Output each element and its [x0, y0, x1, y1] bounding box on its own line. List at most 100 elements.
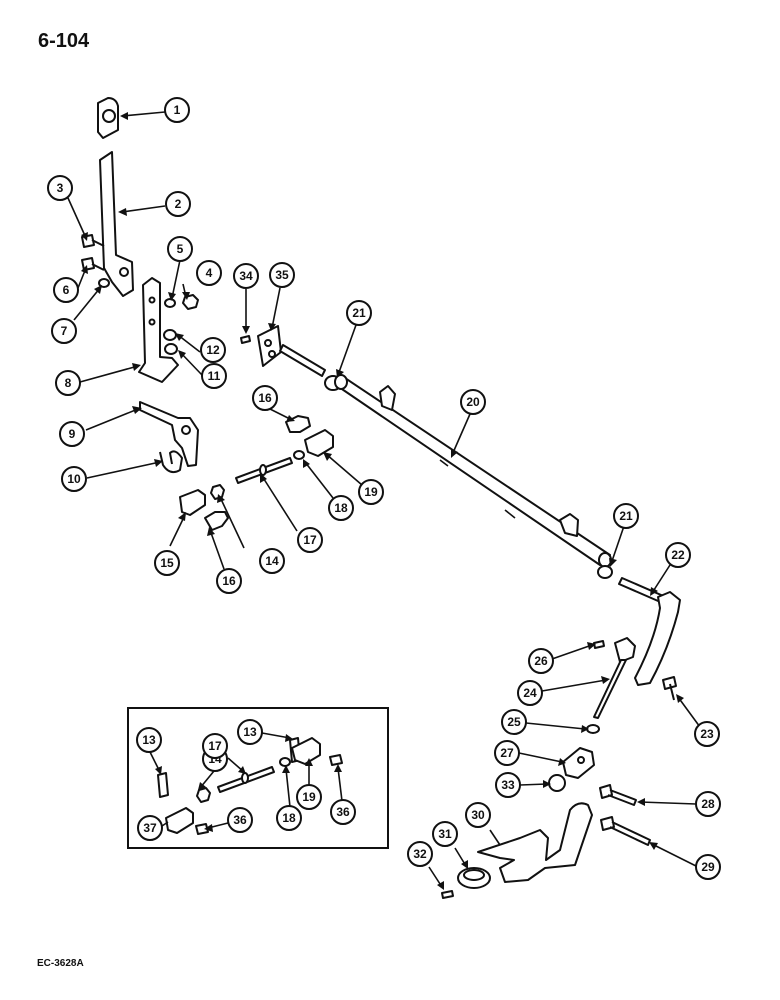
svg-text:14: 14: [265, 554, 279, 568]
svg-text:11: 11: [208, 369, 221, 383]
svg-text:17: 17: [303, 533, 317, 547]
svg-text:7: 7: [61, 324, 68, 338]
callout-25: 25: [501, 709, 527, 735]
callout-15: 15: [154, 550, 180, 576]
svg-text:37: 37: [143, 821, 157, 835]
svg-text:3: 3: [57, 181, 64, 195]
part-rod-24: [593, 659, 627, 719]
part-pin-34: [240, 335, 251, 344]
svg-text:22: 22: [671, 548, 685, 562]
part-pin-32: [441, 890, 454, 899]
inset-callout-13a: 13: [136, 727, 162, 753]
inset-callout-36b: 36: [227, 807, 253, 833]
part-pin-26: [593, 640, 605, 649]
callout-14: 14: [259, 548, 285, 574]
part-clevis-15: [179, 489, 206, 516]
callout-30: 30: [465, 802, 491, 828]
svg-text:6: 6: [63, 283, 70, 297]
part-bushing-21b: [597, 565, 613, 579]
inset-pin-13a: [157, 772, 169, 798]
svg-text:19: 19: [364, 485, 378, 499]
part-nut-14: [210, 484, 225, 500]
svg-text:23: 23: [700, 727, 714, 741]
svg-text:4: 4: [206, 266, 213, 280]
svg-text:12: 12: [206, 343, 220, 357]
part-washer-7: [98, 278, 110, 288]
svg-text:29: 29: [701, 860, 715, 874]
callout-21a: 21: [346, 300, 372, 326]
inset-callout-37: 37: [137, 815, 163, 841]
callout-9: 9: [59, 421, 85, 447]
inset-nut-14: [196, 787, 211, 803]
part-bolt-29: [600, 816, 651, 846]
svg-text:18: 18: [282, 811, 296, 825]
callout-16a: 16: [216, 568, 242, 594]
callout-26: 26: [528, 648, 554, 674]
part-nut-11: [164, 343, 178, 355]
part-bolt-3: [81, 234, 105, 248]
svg-text:1: 1: [174, 103, 181, 117]
inset-callout-17: 17: [202, 733, 228, 759]
svg-text:15: 15: [160, 556, 174, 570]
svg-text:36: 36: [233, 813, 247, 827]
callout-12: 12: [200, 337, 226, 363]
part-washer-5: [164, 298, 176, 308]
svg-text:21: 21: [619, 509, 633, 523]
inset-callout-36a: 36: [330, 799, 356, 825]
svg-text:13: 13: [243, 725, 257, 739]
part-bracket: [138, 277, 179, 383]
callout-11: 11: [201, 363, 227, 389]
svg-text:13: 13: [142, 733, 156, 747]
part-u-bolt: [159, 450, 183, 474]
callout-4: 4: [196, 260, 222, 286]
callout-19: 19: [358, 479, 384, 505]
part-curved-lever: [634, 591, 681, 686]
callout-8: 8: [55, 370, 81, 396]
inset-callout-19: 19: [296, 784, 322, 810]
callout-5: 5: [167, 236, 193, 262]
callout-34: 34: [233, 263, 259, 289]
svg-text:33: 33: [501, 778, 515, 792]
inset-frame: [127, 707, 389, 849]
callout-6: 6: [53, 277, 79, 303]
inset-clevis-19: [291, 737, 321, 765]
svg-text:26: 26: [534, 654, 548, 668]
inset-bolt-36a: [329, 754, 343, 766]
callout-2: 2: [165, 191, 191, 217]
part-bushing-33: [548, 774, 566, 792]
inset-callout-18: 18: [276, 805, 302, 831]
svg-text:34: 34: [239, 269, 253, 283]
callout-22: 22: [665, 542, 691, 568]
inset-bolt-36b: [195, 823, 209, 835]
svg-text:16: 16: [222, 574, 236, 588]
part-bolt-6: [81, 257, 105, 271]
inset-clevis-37: [165, 807, 194, 834]
callout-33: 33: [495, 772, 521, 798]
part-bolt-23: [662, 676, 677, 701]
svg-text:31: 31: [438, 827, 452, 841]
svg-text:9: 9: [69, 427, 76, 441]
part-block-24: [614, 637, 636, 663]
svg-text:25: 25: [507, 715, 521, 729]
svg-text:10: 10: [67, 472, 81, 486]
page-number: 6-104: [38, 30, 90, 52]
callout-35: 35: [269, 262, 295, 288]
part-shaft-left: [279, 344, 326, 377]
callout-21b: 21: [613, 503, 639, 529]
svg-text:35: 35: [275, 268, 289, 282]
callout-29: 29: [695, 854, 721, 880]
svg-text:32: 32: [413, 847, 427, 861]
callout-23: 23: [694, 721, 720, 747]
svg-text:21: 21: [352, 306, 366, 320]
callout-31: 31: [432, 821, 458, 847]
part-clip-16a: [204, 511, 229, 531]
svg-text:36: 36: [336, 805, 350, 819]
callout-7: 7: [51, 318, 77, 344]
callout-17: 17: [297, 527, 323, 553]
inset-nut-18: [279, 757, 291, 767]
callout-18: 18: [328, 495, 354, 521]
part-fork-lever: [477, 802, 593, 883]
svg-text:27: 27: [500, 746, 514, 760]
svg-text:5: 5: [177, 242, 184, 256]
